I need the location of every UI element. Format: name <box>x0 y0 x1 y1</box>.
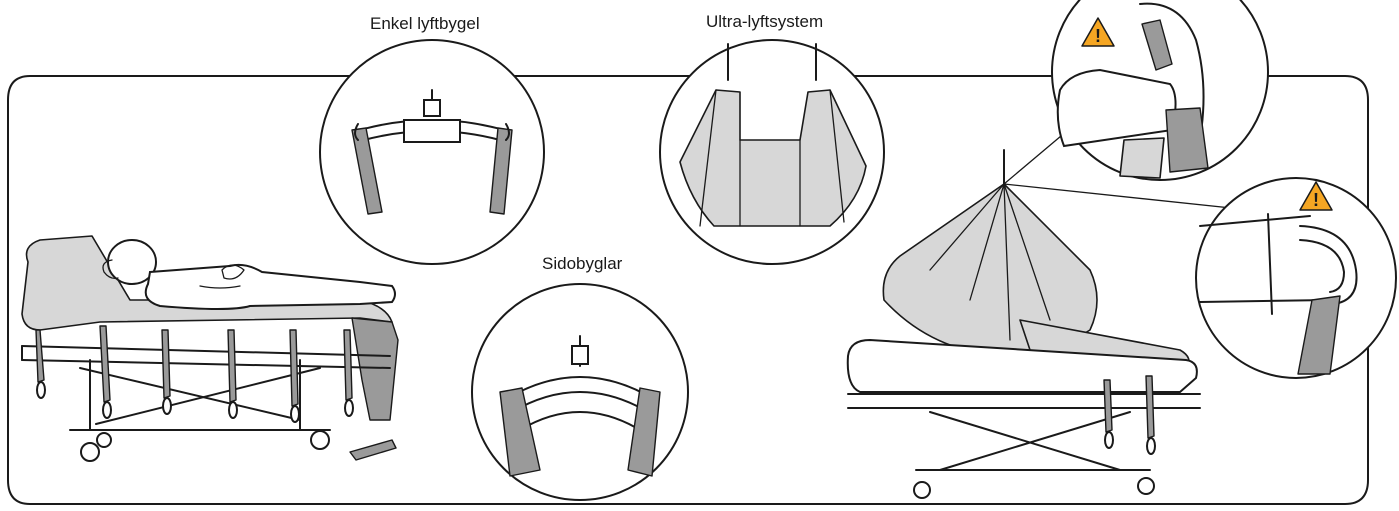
ultra-lift-system-detail <box>660 40 884 264</box>
side-bars-detail <box>472 284 688 500</box>
svg-text:!: ! <box>1313 190 1319 210</box>
hook-detail-right <box>1196 178 1396 378</box>
svg-text:!: ! <box>1095 26 1101 46</box>
label-side-bars: Sidobyglar <box>540 254 624 274</box>
single-spreader-bar-detail <box>320 40 544 264</box>
hook-detail-top <box>1052 0 1268 180</box>
label-ultra-lift-system: Ultra-lyftsystem <box>704 12 825 32</box>
label-single-spreader-bar: Enkel lyftbygel <box>368 14 482 34</box>
stretcher-with-patient <box>22 236 398 461</box>
